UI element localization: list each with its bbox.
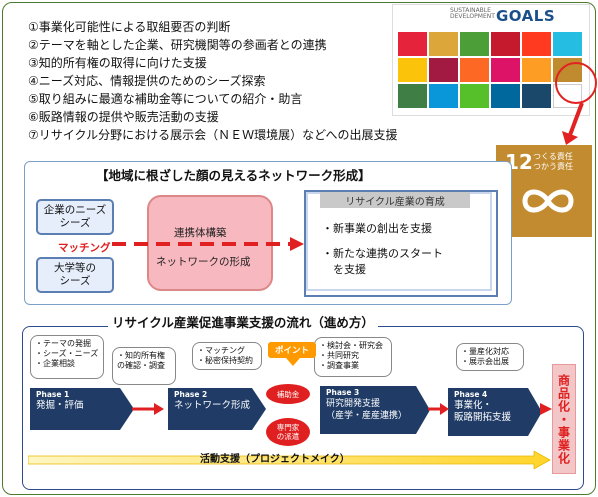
commercialization-box: 商品化・事業化 [552, 364, 576, 474]
expert-oval: 専門家 の派遣 [266, 418, 310, 446]
sdg-tile [522, 84, 551, 108]
list-item: ①事業化可能性による取組要否の判断 [28, 20, 231, 34]
bubble-phase4: ・量産化対応 ・展示会出展 [456, 343, 524, 371]
recycle-heading: リサイクル産業の育成 [320, 192, 470, 208]
phase-label: Phase 3 [326, 388, 360, 397]
subsidy-oval: 補助金 [266, 384, 310, 404]
flow-title: リサイクル産業促進事業支援の流れ（進め方） [108, 312, 378, 331]
matching-label: マッチング [58, 242, 111, 254]
sdg-tile [553, 32, 582, 56]
list-item: ⑦リサイクル分野における展示会（ＮＥＷ環境展）などへの出展支援 [28, 128, 398, 142]
sdgs-heading: GOALS [496, 7, 556, 25]
highlight-circle [555, 62, 597, 104]
list-item: ⑥販路情報の提供や販売活動の支援 [28, 110, 219, 124]
network-formation-label: ネットワークの形成 [156, 256, 251, 268]
support-list: ①事業化可能性による取組要否の判断 ②テーマを軸とした企業、研究機関等の参画者と… [28, 18, 398, 144]
sdgs-tile-grid [398, 32, 584, 108]
sdg-tile [491, 84, 520, 108]
infinity-icon [522, 189, 574, 213]
list-item: ③知的所有権の取得に向けた支援 [28, 56, 207, 70]
sdg-tile [491, 32, 520, 56]
red-arrow-icon [562, 102, 584, 145]
phase-3: Phase 3 研究開発支援 （産学・産産連携） [320, 386, 430, 434]
phase-title: ネットワーク形成 [174, 400, 251, 411]
phase-1: Phase 1 発掘・評価 [30, 388, 134, 430]
sdg-tile [522, 32, 551, 56]
list-item: ⑤取り組みに最適な補助金等についての紹介・助言 [28, 92, 303, 106]
phase-label: Phase 2 [174, 390, 208, 399]
sdg-tile [460, 32, 489, 56]
phase-4: Phase 4 事業化・ 販路開拓支援 [448, 388, 542, 436]
recycle-item: ・新たな連携のスタート を支援 [322, 247, 443, 276]
sdg-tile [429, 32, 458, 56]
dashed-arrow-icon [112, 237, 304, 251]
list-item: ②テーマを軸とした企業、研究機関等の参画者との連携 [28, 38, 327, 52]
activity-arrow-icon [28, 450, 551, 470]
collaboration-label: 連携体構築 [174, 227, 227, 239]
activity-label: 活動支援（プロジェクトメイク） [200, 454, 350, 465]
bubble-phase1: ・テーマの発掘 ・シーズ・ニーズ ・企業相談 [30, 335, 104, 379]
needs-box: 企業のニーズ シーズ [36, 199, 114, 235]
phase-title: 事業化・ 販路開拓支援 [454, 400, 512, 423]
sdg-tile [460, 58, 489, 82]
phase-2: Phase 2 ネットワーク形成 [168, 388, 266, 430]
red-arrow-icon [540, 403, 552, 415]
sdgs-heading-small: SUSTAINABLE DEVELOPMENT [450, 7, 495, 20]
phase-title: 研究開発支援 （産学・産産連携） [326, 399, 408, 421]
sdg-tile [398, 84, 427, 108]
list-item: ④ニーズ対応、情報提供のためのシーズ探索 [28, 74, 266, 88]
goal12-title-line: つかう責任 [533, 162, 573, 171]
bubble-phase2: ・マッチング ・秘密保持契約 [192, 342, 262, 370]
phase-label: Phase 1 [36, 390, 70, 399]
point-badge: ポイント [268, 342, 316, 358]
sdg-tile [429, 58, 458, 82]
sdg-tile [522, 58, 551, 82]
sdg-tile [491, 58, 520, 82]
red-arrow-icon [132, 403, 164, 415]
red-arrow-icon [428, 403, 449, 415]
sdg-tile [460, 84, 489, 108]
university-box: 大学等の シーズ [36, 257, 114, 293]
phase-label: Phase 4 [454, 390, 488, 399]
sdg-tile [429, 84, 458, 108]
sdg-tile [398, 58, 427, 82]
goal12-title-line: つくる責任 [533, 152, 573, 161]
goal12-title: つくる責任 つかう責任 [533, 152, 573, 172]
goal12-tile [496, 145, 592, 237]
point-pointer [286, 358, 300, 366]
phase-title: 発掘・評価 [36, 400, 84, 411]
network-title: 【地域に根ざした顔の見えるネットワーク形成】 [96, 168, 371, 183]
bubble-ip: ・知的所有権 の確認・調査 [112, 347, 176, 385]
bubble-phase3: ・検討会・研究会 ・共同研究 ・調査事業 [314, 337, 392, 377]
sdg-tile [398, 32, 427, 56]
recycle-item: ・新事業の創出を支援 [322, 222, 432, 235]
